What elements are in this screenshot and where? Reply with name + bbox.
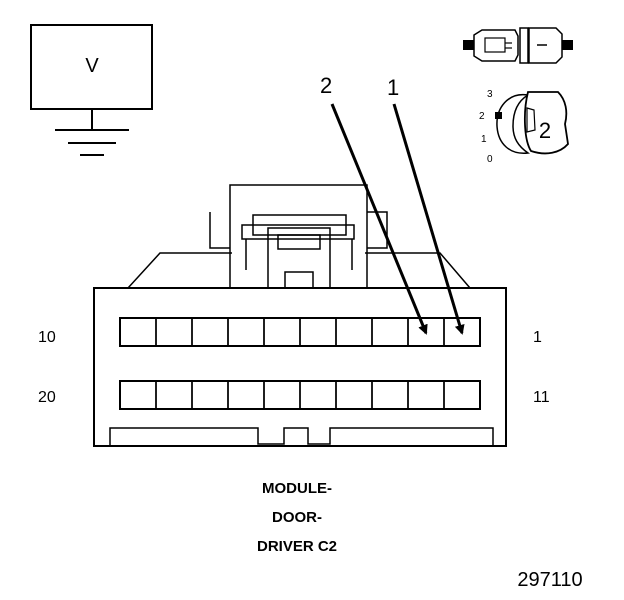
voltmeter-label: V [85,55,99,77]
figure-number: 297110 [517,569,582,591]
selector-dial-icon: 3 2 1 0 2 [479,89,569,165]
probe-icon [463,27,573,64]
voltmeter-box [30,24,153,110]
row-label-top-right: 1 [533,329,542,346]
caption-line-2: DOOR- [272,509,322,526]
callout-label-pin-1: 1 [387,75,399,100]
terminal-row-bottom [119,380,481,410]
connector-housing [93,184,507,447]
selector-pos-2: 2 [479,111,485,122]
row-label-bottom-right: 11 [533,389,550,406]
selector-pos-1: 1 [481,134,487,145]
connector-face [93,287,507,447]
terminal-cavity-11 [443,380,481,410]
row-label-bottom-left: 20 [38,389,56,406]
selector-setting: 2 [539,118,551,143]
row-label-top-left: 10 [38,329,56,346]
selector-pos-3: 3 [487,89,493,100]
voltmeter: V [30,24,153,156]
callout-label-pin-2: 2 [320,73,332,98]
caption-line-1: MODULE- [262,480,332,497]
caption-line-3: DRIVER C2 [257,538,337,555]
callout-arrow-pin-1 [392,103,465,335]
callout-arrow-pin-2 [330,103,428,335]
terminal-cavity-1 [443,317,481,347]
selector-pos-0: 0 [487,154,493,165]
